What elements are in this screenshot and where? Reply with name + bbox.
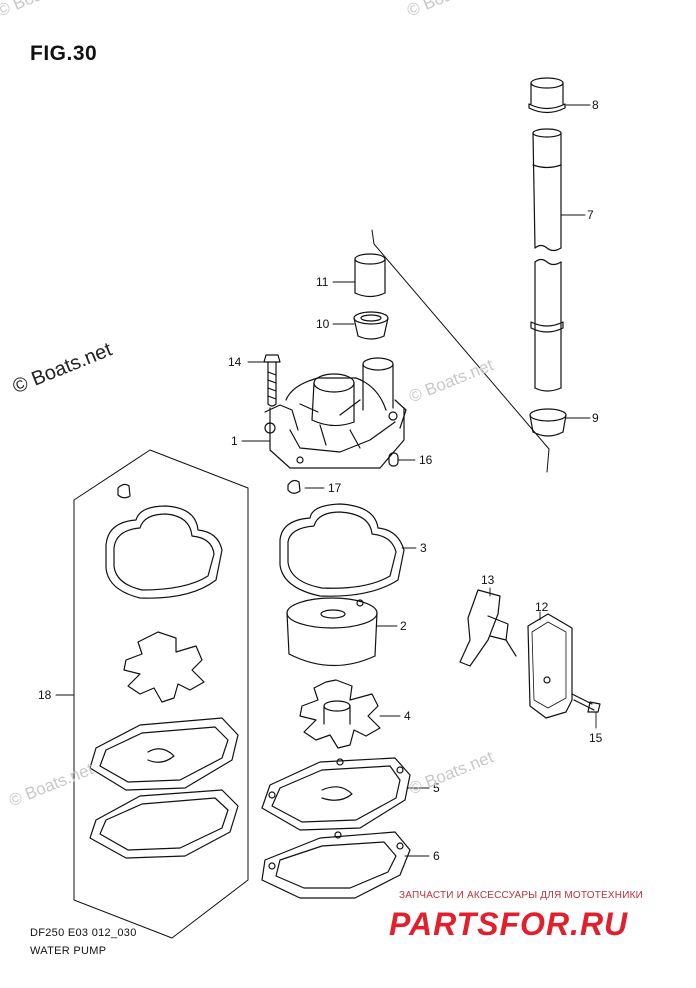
- callout-1: 1: [231, 434, 238, 448]
- figure-title: FIG.30: [30, 42, 98, 65]
- callout-18: 18: [38, 688, 52, 702]
- part-7-water-tube: [530, 128, 564, 392]
- callout-4: 4: [404, 709, 411, 723]
- partsfor-logo: PARTSFOR.RU: [389, 906, 629, 942]
- part-11-sleeve: [354, 253, 386, 298]
- callout-11: 11: [316, 275, 329, 289]
- callout-10: 10: [316, 317, 330, 331]
- leader-lines: [55, 104, 597, 857]
- part-4-impeller: [299, 679, 381, 749]
- callout-9: 9: [592, 411, 599, 425]
- part-16-pin: [388, 452, 399, 467]
- part-9-seal: [529, 408, 567, 437]
- callout-2: 2: [400, 619, 407, 633]
- callout-15: 15: [589, 731, 603, 745]
- part-15-screw: [571, 693, 601, 713]
- part-3-gasket: [279, 503, 405, 597]
- callout-17: 17: [328, 481, 342, 495]
- part-8-collar: [528, 77, 566, 114]
- callout-3: 3: [420, 541, 427, 555]
- alignment-line: [371, 229, 550, 473]
- part-2-liner: [286, 597, 378, 667]
- callout-7: 7: [587, 208, 594, 222]
- part-12-lever: [527, 613, 573, 719]
- part-18-kit: [73, 449, 249, 939]
- part-17-key: [287, 479, 301, 494]
- part-10-grommet: [353, 311, 389, 340]
- part-6-gasket-plate: [261, 831, 411, 899]
- callout-5: 5: [433, 781, 440, 795]
- partsfor-tagline: ЗАПЧАСТИ И АКСЕССУАРЫ ДЛЯ МОТОТЕХНИКИ: [399, 890, 644, 901]
- part-1-pump-housing: [264, 357, 407, 469]
- diagram-code: DF250 E03 012_030: [30, 927, 137, 939]
- diagram-name: WATER PUMP: [30, 945, 107, 957]
- callout-8: 8: [592, 98, 599, 112]
- part-5-plate: [261, 757, 411, 831]
- callout-13: 13: [481, 573, 495, 587]
- callout-14: 14: [228, 355, 242, 369]
- part-13-bracket: [459, 589, 517, 667]
- callout-16: 16: [419, 453, 433, 467]
- part-14-bolt: [263, 354, 281, 407]
- callout-6: 6: [433, 849, 440, 863]
- callout-12: 12: [535, 600, 549, 614]
